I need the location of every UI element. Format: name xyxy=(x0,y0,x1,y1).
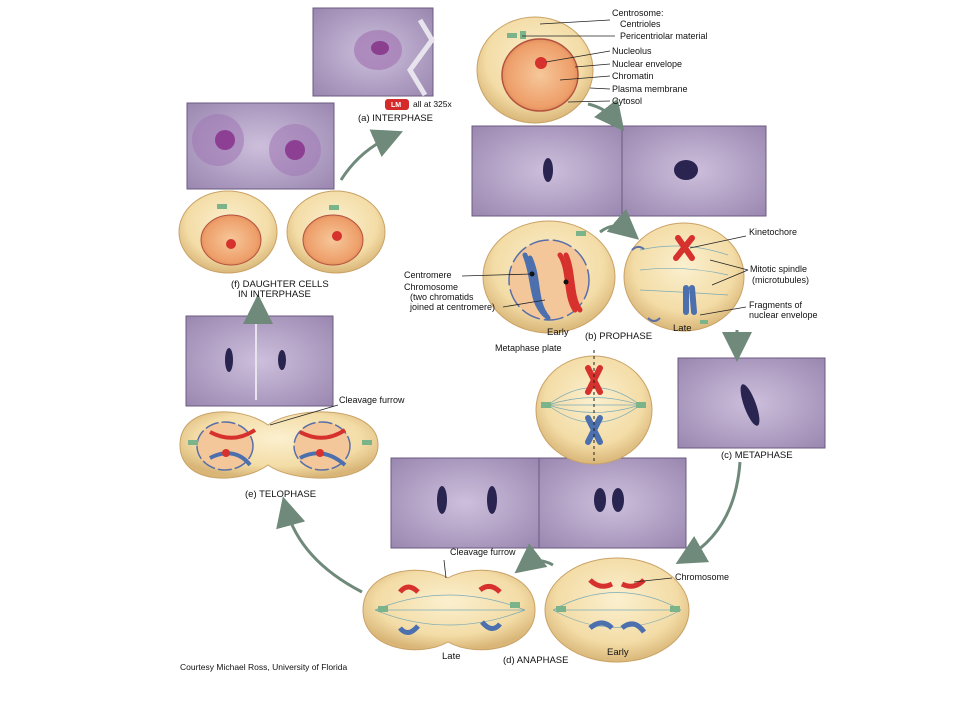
label-anaphase-early: Early xyxy=(607,647,629,658)
label-anaphase-late: Late xyxy=(442,651,461,662)
arrow-anaphase-early-to-late xyxy=(514,543,554,574)
arrow-prophase-early-to-late xyxy=(599,208,640,240)
label-plasma-membrane: Plasma membrane xyxy=(612,84,688,94)
lm-badge: LM xyxy=(385,99,409,110)
label-cleavage-furrow-telophase: Cleavage furrow xyxy=(339,395,405,405)
courtesy-credit: Courtesy Michael Ross, University of Flo… xyxy=(180,662,347,672)
label-pericentriolar: Pericentriolar material xyxy=(620,31,708,41)
cell-prophase-late xyxy=(623,222,745,332)
label-prophase-late: Late xyxy=(673,323,692,334)
svg-text:IN INTERPHASE: IN INTERPHASE xyxy=(238,289,311,300)
label-mitotic-spindle: Mitotic spindle xyxy=(750,264,807,274)
daughter-caption: (f) DAUGHTER CELLS IN INTERPHASE xyxy=(231,279,329,300)
cell-daughter-right xyxy=(286,190,386,274)
stage-interphase: (a) INTERPHASE xyxy=(358,113,433,124)
label-centromere: Centromere xyxy=(404,270,452,280)
cell-prophase-early xyxy=(482,220,616,334)
svg-text:(f) DAUGHTER CELLS: (f) DAUGHTER CELLS xyxy=(231,279,329,290)
micrograph-anaphase xyxy=(390,457,687,549)
micrograph-telophase xyxy=(185,315,334,407)
label-kinetochore: Kinetochore xyxy=(749,227,797,237)
leader-lines xyxy=(269,19,749,583)
label-cleavage-furrow-anaphase: Cleavage furrow xyxy=(450,547,516,557)
arrow-anaphase-to-telophase xyxy=(276,496,363,594)
label-centrioles: Centrioles xyxy=(620,19,661,29)
label-chromosome-anaphase: Chromosome xyxy=(675,572,729,582)
stage-telophase: (e) TELOPHASE xyxy=(245,489,316,500)
cell-interphase xyxy=(476,16,594,124)
cell-anaphase-late xyxy=(362,569,536,651)
label-prophase-early: Early xyxy=(547,327,569,338)
svg-text:LM: LM xyxy=(391,102,401,109)
magnification-label: all at 325x xyxy=(413,99,452,109)
micrograph-interphase xyxy=(312,7,435,97)
stage-prophase: (b) PROPHASE xyxy=(585,331,652,342)
arrow-metaphase-to-anaphase xyxy=(675,461,742,564)
stage-anaphase: (d) ANAPHASE xyxy=(503,655,568,666)
micrograph-metaphase xyxy=(677,357,826,449)
prophase-labels: Centromere Chromosome (two chromatids jo… xyxy=(404,227,818,320)
label-chromatin: Chromatin xyxy=(612,71,654,81)
cell-telophase xyxy=(179,411,379,479)
label-fragments: Fragments of xyxy=(749,300,803,310)
arrow-daughter-to-interphase xyxy=(339,129,403,181)
arrow-interphase-to-prophase xyxy=(587,98,625,132)
label-joined-centromere: joined at centromere) xyxy=(409,302,495,312)
label-nuclear-envelope: Nuclear envelope xyxy=(612,59,682,69)
label-nucleolus: Nucleolus xyxy=(612,46,652,56)
label-cytosol: Cytosol xyxy=(612,96,642,106)
label-chromosome: Chromosome xyxy=(404,282,458,292)
label-nuclear-envelope-fragments: nuclear envelope xyxy=(749,310,818,320)
label-metaphase-plate: Metaphase plate xyxy=(495,343,562,353)
label-microtubules: (microtubules) xyxy=(752,275,809,285)
stage-metaphase: (c) METAPHASE xyxy=(721,450,793,461)
cell-daughter-left xyxy=(178,190,278,274)
cell-anaphase-early xyxy=(544,557,690,663)
label-two-chromatids: (two chromatids xyxy=(410,292,474,302)
micrograph-prophase xyxy=(471,125,767,217)
label-centrosome: Centrosome: xyxy=(612,8,664,18)
cell-metaphase xyxy=(535,350,653,465)
interphase-labels: Centrosome: Centrioles Pericentriolar ma… xyxy=(612,8,708,106)
micrograph-daughter xyxy=(186,102,335,190)
cycle-arrows xyxy=(243,98,752,594)
